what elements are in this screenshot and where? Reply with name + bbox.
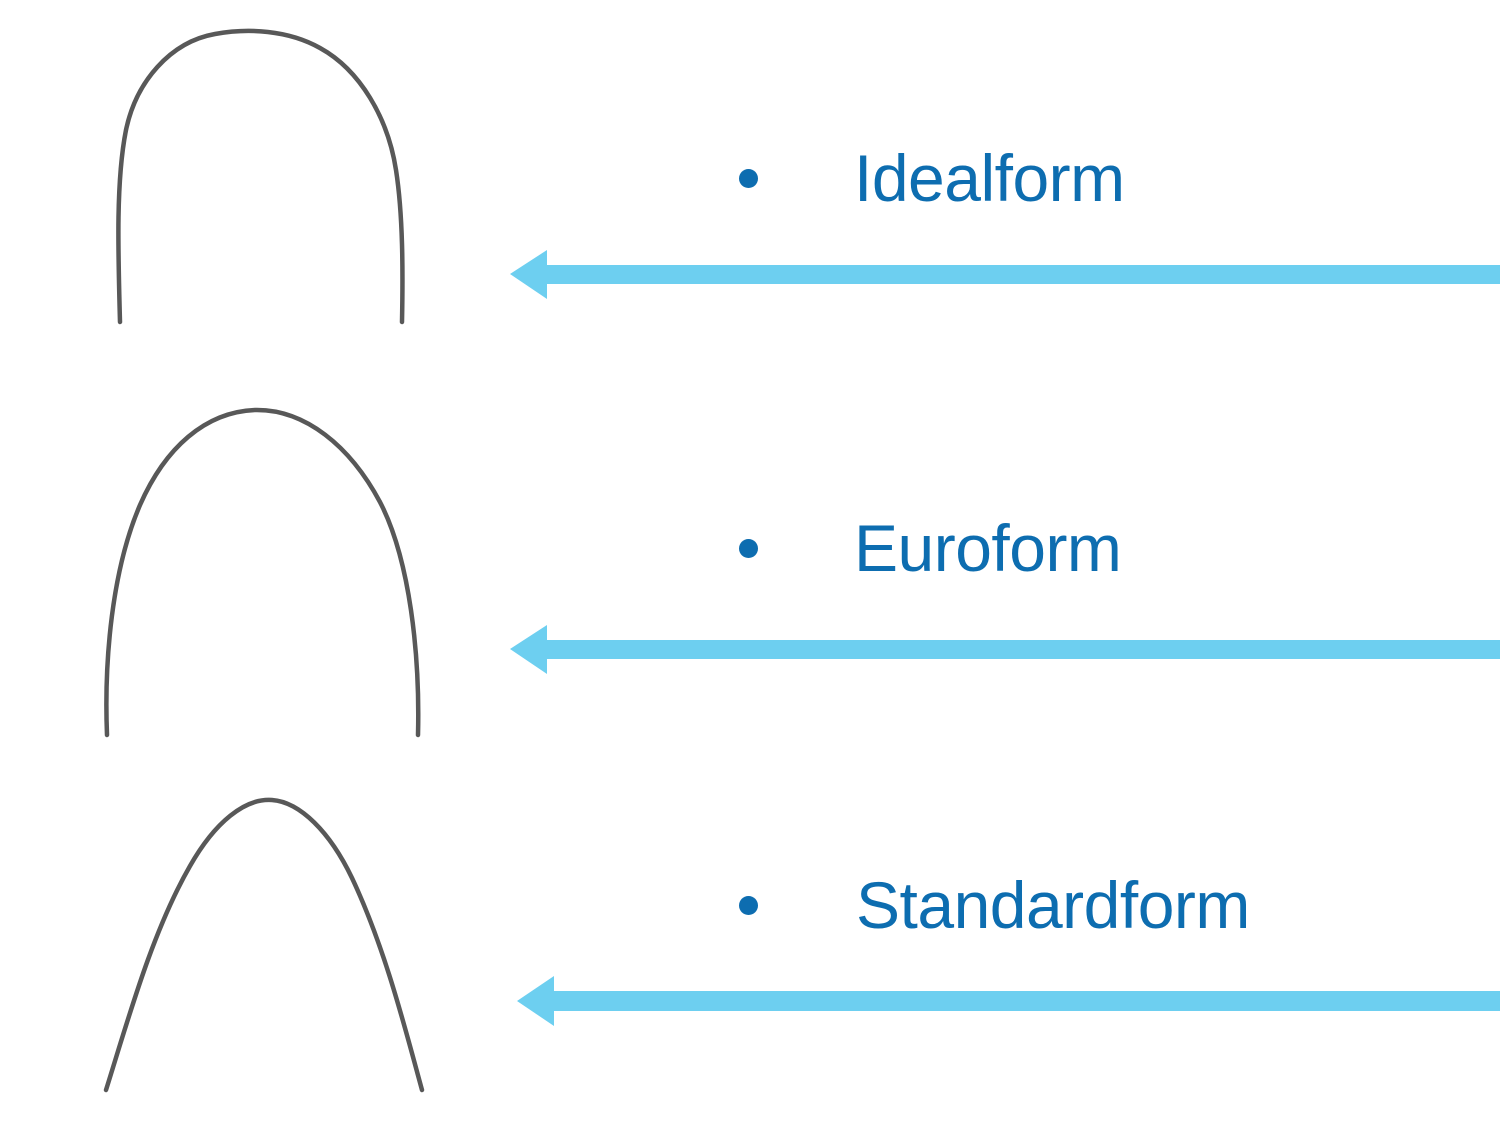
- bullet-dot-icon: [739, 168, 758, 188]
- archwire-idealform-drawing: [116, 28, 405, 325]
- left-arrow-icon: [510, 625, 1500, 674]
- arrow-standardform: [512, 970, 1500, 1030]
- left-arrow-icon: [510, 250, 1500, 299]
- archwire-idealform: [0, 0, 500, 360]
- bullet-dot-icon: [739, 895, 758, 915]
- archwire-euroform-drawing: [104, 407, 421, 738]
- arrow-euroform: [505, 618, 1500, 678]
- bullet-dot-icon: [739, 538, 758, 558]
- list-item-standardform: Standardform: [739, 872, 1250, 938]
- arrow-idealform: [505, 243, 1500, 303]
- archwire-euroform: [0, 380, 500, 760]
- list-item-label: Idealform: [854, 141, 1125, 215]
- archwire-standardform-drawing: [103, 797, 425, 1093]
- list-item-euroform: Euroform: [739, 511, 1122, 585]
- list-item-label: Standardform: [856, 868, 1250, 942]
- left-arrow-icon: [517, 976, 1500, 1026]
- archwire-standardform: [0, 770, 500, 1125]
- list-item-idealform: Idealform: [739, 145, 1125, 211]
- list-item-label: Euroform: [854, 511, 1122, 585]
